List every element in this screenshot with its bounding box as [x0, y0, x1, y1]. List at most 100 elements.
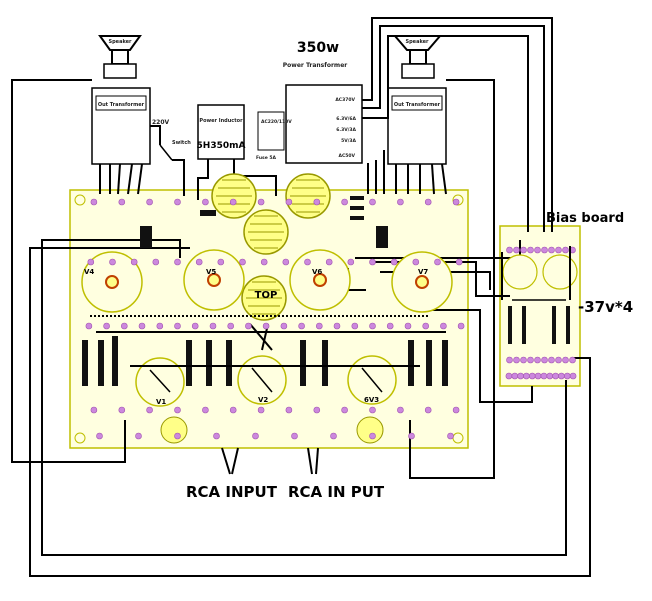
pt-tap-4: 5V/3A	[341, 138, 356, 144]
solder-pad	[440, 322, 447, 330]
solder-pad	[523, 372, 530, 380]
solder-pad	[534, 246, 541, 254]
solder-pad	[298, 322, 305, 330]
tube-v1-label: V1	[156, 398, 166, 406]
solder-pad	[239, 258, 246, 266]
solder-pad	[558, 372, 565, 380]
solder-pad	[315, 322, 323, 330]
solder-pad	[156, 322, 164, 330]
solder-pad	[527, 246, 534, 254]
solder-pad	[548, 246, 555, 254]
fuse-label: Fuse 5A	[256, 155, 276, 161]
power-switch: 220V Switch	[152, 119, 191, 161]
solder-pad	[552, 372, 559, 380]
solder-pad	[213, 432, 220, 440]
solder-pad	[397, 406, 404, 414]
speaker-left-icon: Speaker	[98, 35, 142, 79]
solder-pad	[202, 198, 209, 206]
solder-pad	[257, 198, 265, 206]
solder-pad	[191, 322, 199, 330]
solder-pad	[548, 356, 555, 364]
solder-pad	[457, 322, 465, 330]
power-inductor: Power Inductor 5H350mA	[197, 104, 246, 160]
rca-input-label-left: RCA INPUT	[186, 483, 278, 501]
solder-pad	[520, 356, 527, 364]
solder-pad	[229, 406, 237, 414]
solder-pad	[404, 322, 412, 330]
solder-pad	[562, 356, 569, 364]
solder-pad	[397, 198, 404, 206]
solder-pad	[257, 406, 265, 414]
solder-pad	[347, 258, 355, 266]
tube-v7-label: V7	[418, 268, 428, 276]
rca-input-label-right: RCA IN PUT	[288, 483, 385, 501]
solder-pad	[541, 246, 548, 254]
solder-pad	[252, 432, 259, 440]
voltage-label: 220V	[152, 119, 170, 126]
speaker-right-icon: Speaker	[392, 35, 443, 79]
solder-pad	[386, 322, 394, 330]
switch-label: Switch	[172, 140, 191, 146]
solder-pad	[229, 198, 237, 206]
solder-pad	[130, 258, 138, 266]
solder-pad	[412, 258, 420, 266]
solder-pad	[121, 322, 128, 330]
speaker-right-label: Speaker	[406, 39, 430, 45]
solder-pad	[262, 322, 270, 330]
solder-pad	[422, 322, 430, 330]
tube-v6-label: V6	[312, 268, 322, 276]
solder-pad	[333, 322, 341, 330]
solder-pad	[369, 258, 376, 266]
solder-pad	[513, 356, 520, 364]
solder-pad	[434, 258, 441, 266]
bias-board-label: Bias board	[546, 211, 624, 226]
solder-pad	[534, 356, 541, 364]
solder-pad	[351, 322, 359, 330]
solder-pad	[109, 258, 116, 266]
power-transformer: 350w Power Transformer AC370V 6.3V/6A 6.…	[283, 40, 363, 164]
solder-pad	[146, 406, 153, 414]
solder-pad	[202, 406, 209, 414]
solder-pad	[103, 322, 110, 330]
solder-pad	[520, 246, 527, 254]
pt-tap-5: AC50V	[338, 153, 355, 159]
solder-pad	[227, 322, 234, 330]
inductor-value-label: 5H350mA	[197, 141, 246, 151]
solder-pad	[369, 198, 376, 206]
solder-pad	[390, 258, 398, 266]
solder-pad	[408, 432, 415, 440]
bias-board-details	[501, 246, 578, 344]
solder-pad	[541, 356, 548, 364]
solder-pad	[174, 322, 181, 330]
solder-pad	[555, 246, 562, 254]
solder-pad	[569, 356, 576, 364]
solder-pad	[285, 198, 293, 206]
solder-pad	[90, 198, 98, 206]
solder-pad	[505, 372, 513, 380]
solder-pad	[562, 246, 569, 254]
output-transformer-right: Out Transformer	[387, 87, 447, 165]
solder-pad	[555, 356, 562, 364]
solder-pad	[534, 372, 542, 380]
filter-capacitors: TOP	[211, 173, 331, 321]
solder-pad	[447, 432, 454, 440]
solder-pad	[455, 258, 463, 266]
power-rating-label: 350w	[297, 40, 339, 56]
solder-pad	[527, 356, 534, 364]
solder-pad	[285, 406, 293, 414]
output-transformer-right-label: Out Transformer	[394, 102, 441, 108]
tube-v3-label: 6V3	[364, 396, 379, 404]
solder-pad	[195, 258, 203, 266]
solder-pad	[506, 356, 513, 364]
solder-pad	[313, 406, 321, 414]
tube-top-label: TOP	[255, 290, 278, 301]
solder-pad	[341, 406, 348, 414]
solder-pad	[174, 198, 181, 206]
resistors	[82, 196, 448, 386]
solder-pad	[90, 406, 98, 414]
solder-pad	[452, 198, 460, 206]
solder-pad	[313, 198, 321, 206]
solder-pad	[513, 246, 520, 254]
tube-v5-label: V5	[206, 268, 216, 276]
